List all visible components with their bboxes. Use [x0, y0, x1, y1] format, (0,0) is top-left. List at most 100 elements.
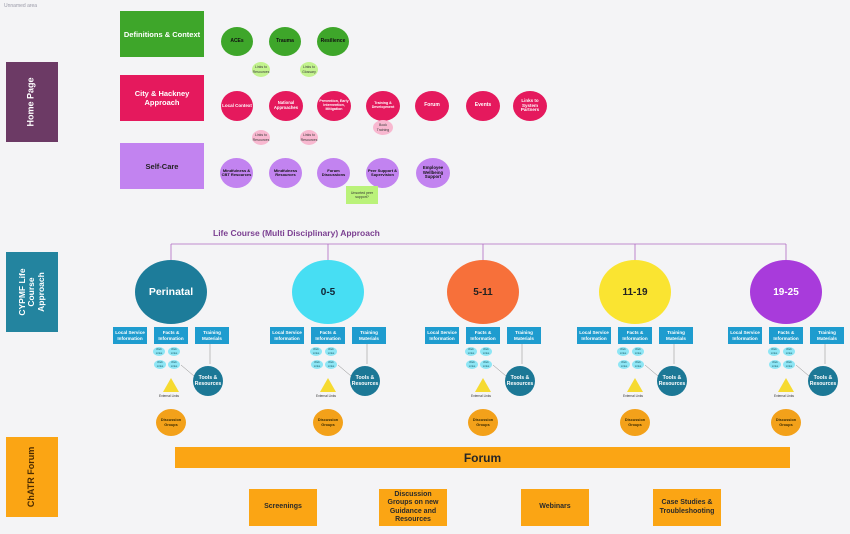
- external-links-label-3: External Links: [623, 394, 644, 398]
- webinars-box[interactable]: Webinars: [521, 489, 589, 526]
- training-materials-box-4[interactable]: Training Materials: [810, 327, 844, 344]
- web-links-mini-c-4[interactable]: Web Links: [769, 360, 781, 369]
- external-links-label-2: External Links: [471, 394, 492, 398]
- aces-circle[interactable]: ACEs: [221, 27, 253, 56]
- weblinks-arrow-4: [795, 364, 810, 377]
- city-links-resources-note-2[interactable]: Links to Resources: [300, 130, 318, 145]
- training-development-circle[interactable]: Training & Development: [366, 91, 400, 121]
- facts-info-box-3[interactable]: Facts & Information: [618, 327, 652, 344]
- discussion-groups-circle-4[interactable]: Discussion Groups: [771, 409, 801, 436]
- forum-bar[interactable]: Forum: [175, 447, 790, 468]
- facts-info-box-4[interactable]: Facts & Information: [769, 327, 803, 344]
- web-links-mini-c-1[interactable]: Web Links: [311, 360, 323, 369]
- external-links-triangle-icon-2: [475, 378, 491, 392]
- facts-info-box-2[interactable]: Facts & Information: [466, 327, 500, 344]
- web-links-mini-b-0[interactable]: Web Links: [168, 347, 180, 356]
- local-service-info-box-0[interactable]: Local Service Information: [113, 327, 147, 344]
- training-materials-box-1[interactable]: Training Materials: [352, 327, 386, 344]
- web-links-mini-b-4[interactable]: Web Links: [783, 347, 795, 356]
- web-links-mini-d-0[interactable]: Web Links: [168, 360, 180, 369]
- unsorted-peer-support-sticky[interactable]: Unsorted peer support?: [346, 186, 378, 204]
- web-links-mini-c-3[interactable]: Web Links: [618, 360, 630, 369]
- links-to-resources-note[interactable]: Links to Resources: [252, 62, 270, 77]
- system-partners-circle[interactable]: Links to System Partners: [513, 91, 547, 121]
- tools-resources-circle-1[interactable]: Tools & Resources: [350, 366, 380, 396]
- screenings-box[interactable]: Screenings: [249, 489, 317, 526]
- life-course-title: Life Course (Multi Disciplinary) Approac…: [213, 228, 380, 238]
- external-links-triangle-icon-0: [163, 378, 179, 392]
- web-links-mini-c-0[interactable]: Web Links: [154, 360, 166, 369]
- employee-wellbeing-circle[interactable]: Employee Wellbeing Support: [416, 158, 450, 188]
- weblinks-arrow-0: [180, 364, 195, 377]
- local-context-circle[interactable]: Local Context: [221, 91, 253, 121]
- web-links-mini-b-1[interactable]: Web Links: [325, 347, 337, 356]
- external-links-label-1: External Links: [316, 394, 337, 398]
- cypmf-side-label[interactable]: CYPMF Life Course Approach: [6, 252, 58, 332]
- tools-resources-circle-3[interactable]: Tools & Resources: [657, 366, 687, 396]
- web-links-mini-d-3[interactable]: Web Links: [632, 360, 644, 369]
- web-links-mini-a-4[interactable]: Web Links: [768, 347, 780, 356]
- resilience-circle[interactable]: Resilience: [317, 27, 349, 56]
- definitions-context-box[interactable]: Definitions & Context: [120, 11, 204, 57]
- forum-circle[interactable]: Forum: [415, 91, 449, 121]
- local-service-info-box-3[interactable]: Local Service Information: [577, 327, 611, 344]
- training-materials-box-2[interactable]: Training Materials: [507, 327, 541, 344]
- weblinks-arrow-1: [337, 364, 352, 377]
- local-service-info-box-1[interactable]: Local Service Information: [270, 327, 304, 344]
- self-care-box[interactable]: Self-Care: [120, 143, 204, 189]
- stage-circle-0[interactable]: Perinatal: [135, 260, 207, 324]
- external-links-label-0: External Links: [159, 394, 180, 398]
- mindfulness-resources-circle[interactable]: Mindfulness Resources: [269, 158, 302, 188]
- mindfulness-cbt-circle[interactable]: Mindfulness & CBT Resources: [220, 158, 253, 188]
- events-circle[interactable]: Events: [466, 91, 500, 121]
- weblinks-arrow-2: [492, 364, 507, 377]
- case-studies-box[interactable]: Case Studies & Troubleshooting: [653, 489, 721, 526]
- web-links-mini-a-2[interactable]: Web Links: [465, 347, 477, 356]
- discussion-groups-circle-3[interactable]: Discussion Groups: [620, 409, 650, 436]
- city-hackney-box[interactable]: City & Hackney Approach: [120, 75, 204, 121]
- book-training-note[interactable]: Book Training: [373, 120, 393, 135]
- external-links-triangle-icon-1: [320, 378, 336, 392]
- web-links-mini-b-3[interactable]: Web Links: [632, 347, 644, 356]
- tools-resources-circle-0[interactable]: Tools & Resources: [193, 366, 223, 396]
- training-materials-box-0[interactable]: Training Materials: [195, 327, 229, 344]
- peer-support-circle[interactable]: Peer Support & Supervision: [366, 158, 399, 188]
- web-links-mini-d-1[interactable]: Web Links: [325, 360, 337, 369]
- local-service-info-box-2[interactable]: Local Service Information: [425, 327, 459, 344]
- web-links-mini-d-2[interactable]: Web Links: [480, 360, 492, 369]
- web-links-mini-c-2[interactable]: Web Links: [466, 360, 478, 369]
- discussion-groups-circle-0[interactable]: Discussion Groups: [156, 409, 186, 436]
- tools-resources-circle-4[interactable]: Tools & Resources: [808, 366, 838, 396]
- chatr-forum-side-label[interactable]: ChATR Forum: [6, 437, 58, 517]
- local-service-info-box-4[interactable]: Local Service Information: [728, 327, 762, 344]
- discussion-groups-circle-2[interactable]: Discussion Groups: [468, 409, 498, 436]
- facts-info-box-1[interactable]: Facts & Information: [311, 327, 345, 344]
- external-links-triangle-icon-3: [627, 378, 643, 392]
- links-to-glossary-note[interactable]: Links to Glossary: [300, 62, 318, 77]
- web-links-mini-a-1[interactable]: Web Links: [310, 347, 322, 356]
- discussion-groups-guidance-box[interactable]: Discussion Groups on new Guidance and Re…: [379, 489, 447, 526]
- facts-info-box-0[interactable]: Facts & Information: [154, 327, 188, 344]
- tools-resources-circle-2[interactable]: Tools & Resources: [505, 366, 535, 396]
- training-materials-box-3[interactable]: Training Materials: [659, 327, 693, 344]
- web-links-mini-a-3[interactable]: Web Links: [617, 347, 629, 356]
- prevention-circle[interactable]: Prevention, Early Intervention, Mitigati…: [317, 91, 351, 121]
- web-links-mini-a-0[interactable]: Web Links: [153, 347, 165, 356]
- stage-circle-2[interactable]: 5-11: [447, 260, 519, 324]
- stage-circle-4[interactable]: 19-25: [750, 260, 822, 324]
- discussion-groups-circle-1[interactable]: Discussion Groups: [313, 409, 343, 436]
- web-links-mini-b-2[interactable]: Web Links: [480, 347, 492, 356]
- stage-circle-3[interactable]: 11-19: [599, 260, 671, 324]
- life-course-connectors: [170, 243, 787, 260]
- web-links-mini-d-4[interactable]: Web Links: [783, 360, 795, 369]
- trauma-circle[interactable]: Trauma: [269, 27, 301, 56]
- stage-arrows: [180, 344, 826, 377]
- stage-circle-1[interactable]: 0-5: [292, 260, 364, 324]
- external-links-label-4: External Links: [774, 394, 795, 398]
- canvas-label: Unnamed area: [4, 3, 38, 9]
- national-approaches-circle[interactable]: National Approaches: [269, 91, 303, 121]
- forum-discussions-circle[interactable]: Forum Discussions: [317, 158, 350, 188]
- city-links-resources-note-1[interactable]: Links to Resources: [252, 130, 270, 145]
- home-page-side-label[interactable]: Home Page: [6, 62, 58, 142]
